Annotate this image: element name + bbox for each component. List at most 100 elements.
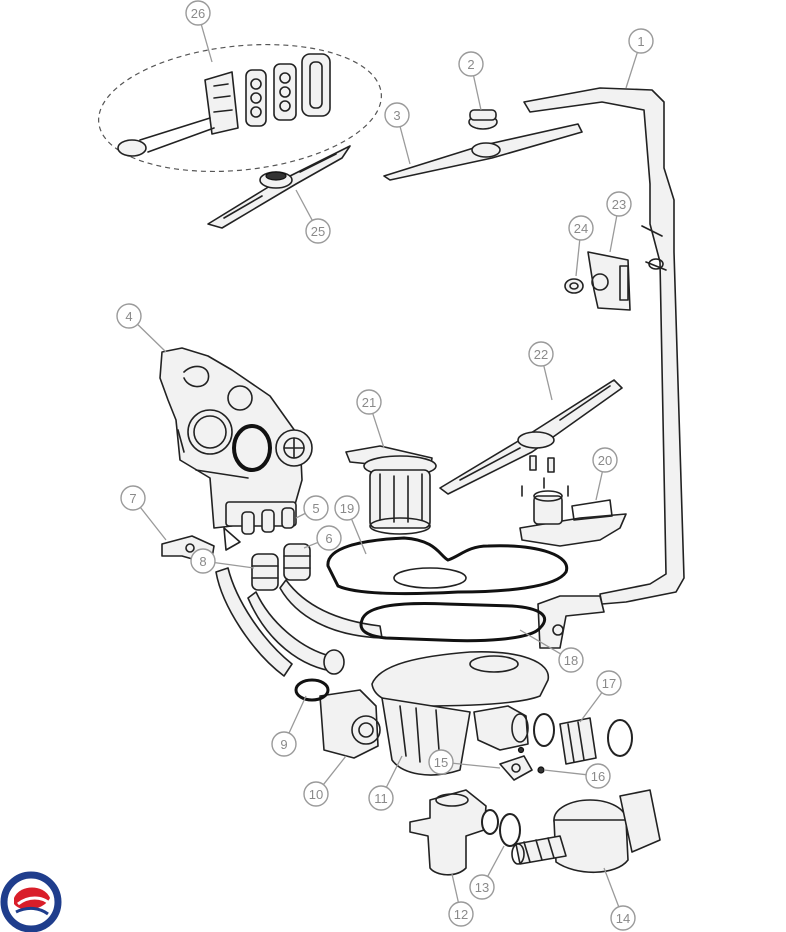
callout-11: 11 [368, 755, 403, 811]
callout-number: 23 [612, 197, 626, 212]
callout-leader [322, 755, 347, 785]
callout-number: 1 [637, 34, 644, 49]
part-20-manifold [519, 477, 627, 547]
callout-circle [120, 485, 146, 511]
part-21-filter [345, 445, 437, 535]
part-4-filter-cap [275, 429, 313, 467]
callout-1: 1 [625, 28, 654, 89]
callout-number: 14 [616, 911, 630, 926]
callout-number: 11 [374, 791, 388, 806]
callout-17: 17 [579, 670, 622, 723]
part-19-gasket [326, 536, 569, 596]
part-26-assembly [98, 43, 382, 173]
callout-circle [592, 447, 618, 473]
callout-leader [350, 518, 367, 555]
callout-22: 22 [528, 341, 554, 401]
part-14-circulation-pump [511, 789, 661, 874]
callout-number: 19 [340, 501, 354, 516]
callout-leader [372, 413, 385, 449]
part-18-filter-frame [359, 602, 547, 643]
callout-leader [543, 365, 553, 401]
callout-number: 15 [434, 755, 448, 770]
callout-leader [139, 507, 167, 541]
callout-number: 22 [534, 347, 548, 362]
part-23-mounting-bracket [587, 251, 631, 311]
callout-circle [585, 763, 611, 789]
callout-10: 10 [303, 755, 347, 807]
callout-6: 6 [303, 525, 342, 551]
callout-15: 15 [428, 749, 501, 775]
callout-number: 16 [591, 769, 605, 784]
callout-number: 7 [129, 491, 136, 506]
callout-circle [334, 495, 360, 521]
part-12-heater-housing [409, 789, 499, 876]
callout-number: 10 [309, 787, 323, 802]
callout-leader [200, 24, 213, 63]
part-2-spray-arm-mount [468, 109, 498, 130]
callout-circle [568, 215, 594, 241]
callout-number: 3 [393, 108, 400, 123]
callout-number: 24 [574, 221, 588, 236]
callout-5: 5 [295, 495, 329, 521]
part-17-coupling [559, 717, 633, 765]
callout-number: 17 [602, 676, 616, 691]
callout-number: 4 [125, 309, 132, 324]
callout-leader [595, 471, 603, 501]
part-9-hose-clamp [294, 678, 330, 702]
callout-19: 19 [334, 495, 367, 555]
callout-leader [579, 692, 603, 723]
callout-leader [603, 867, 620, 908]
callout-leader [625, 52, 638, 89]
sump-outlet-fittings [473, 705, 555, 751]
callout-leader [575, 239, 581, 277]
part-16-screw [517, 746, 545, 774]
callout-circle [610, 905, 636, 931]
callout-leader [543, 769, 587, 776]
part-4-hose-fittings [223, 501, 297, 551]
callout-circle [458, 51, 484, 77]
part-10-drain-pump [319, 689, 381, 759]
callout-number: 18 [564, 653, 578, 668]
callout-circle [384, 102, 410, 128]
callout-circle [185, 0, 211, 26]
callout-leader [385, 755, 403, 788]
callout-circle [303, 495, 329, 521]
callout-circle [558, 647, 584, 673]
callout-18: 18 [519, 629, 584, 673]
callout-24: 24 [568, 215, 594, 277]
callout-number: 9 [280, 737, 287, 752]
callout-leader [288, 695, 307, 734]
callout-circle [528, 341, 554, 367]
callout-circle [116, 303, 142, 329]
callout-circle [428, 749, 454, 775]
callout-2: 2 [458, 51, 484, 111]
callout-circle [596, 670, 622, 696]
callout-7: 7 [120, 485, 167, 541]
callout-leader [137, 323, 167, 353]
callout-leader [295, 512, 306, 519]
callout-number: 26 [191, 6, 205, 21]
callout-circle [356, 389, 382, 415]
part-1-water-supply-pipe [523, 87, 685, 649]
callout-14: 14 [603, 867, 636, 931]
callout-leader [519, 629, 561, 655]
callout-circle [271, 731, 297, 757]
callout-circle [190, 548, 216, 574]
callout-4: 4 [116, 303, 167, 353]
part-4-gasket-ring [232, 424, 272, 472]
callout-leader [399, 126, 411, 165]
callout-leader [451, 873, 459, 903]
callout-leader [303, 541, 319, 549]
callout-number: 12 [454, 907, 468, 922]
callout-circle [303, 781, 329, 807]
part-8-hose-coupling [251, 553, 279, 591]
part-25-upper-spray-arm [207, 145, 351, 229]
part-22-lower-spray-arm [439, 379, 623, 495]
brand-logo [0, 871, 62, 932]
callout-leader [487, 845, 505, 877]
callout-12: 12 [448, 873, 474, 927]
callout-23: 23 [606, 191, 632, 253]
drain-hoses [215, 567, 383, 677]
callout-circle [628, 28, 654, 54]
callout-8: 8 [190, 548, 255, 574]
